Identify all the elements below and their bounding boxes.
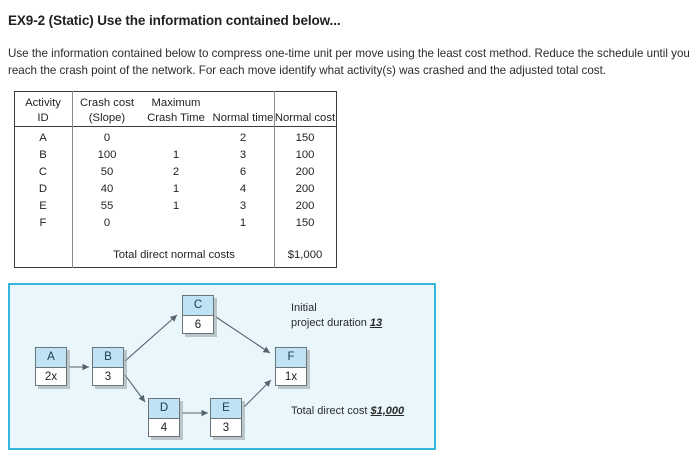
node-duration: 2x <box>44 371 58 383</box>
node-label: C <box>183 296 213 316</box>
total-direct-cost-label: Total direct cost <box>291 405 371 417</box>
th-slope-line1: Crash cost <box>80 97 134 109</box>
cell-slope: 50 <box>100 166 114 178</box>
cell-normal-time: 4 <box>239 183 247 195</box>
node-label: E <box>211 399 241 419</box>
network-diagram-panel: A 2x B 3 C 6 D 4 E 3 F 1x Initial projec… <box>8 283 436 450</box>
table-top-rule <box>14 91 337 92</box>
node-duration: 6 <box>194 319 202 331</box>
table-right-edge <box>336 91 337 268</box>
node-duration: 1x <box>284 371 298 383</box>
cell-normal-time: 2 <box>239 132 247 144</box>
node-duration: 4 <box>160 422 168 434</box>
th-normalcost: Normal cost <box>274 112 336 124</box>
table-header-rule <box>14 126 337 127</box>
cell-slope: 0 <box>103 217 111 229</box>
cell-normal-cost: 150 <box>295 217 315 229</box>
total-direct-cost-value: $1,000 <box>370 405 405 417</box>
cell-id: A <box>39 132 47 144</box>
node-label: F <box>276 348 306 368</box>
th-activity-line1: Activity <box>25 97 61 109</box>
table-left-edge <box>14 91 15 268</box>
cell-id: F <box>39 217 47 229</box>
crash-cost-table: Activity ID Crash cost (Slope) Maximum C… <box>14 91 337 268</box>
network-node-c[interactable]: C 6 <box>182 295 214 334</box>
arrow-c-f <box>215 316 271 354</box>
cell-slope: 0 <box>103 132 111 144</box>
initial-duration-value: 13 <box>369 316 383 329</box>
th-activity-line2: ID <box>37 112 49 124</box>
table-col-sep-4 <box>274 91 275 268</box>
node-label: B <box>93 348 123 368</box>
cell-max-crash: 2 <box>172 166 180 178</box>
network-arrows <box>69 314 272 417</box>
cell-slope: 55 <box>100 200 114 212</box>
th-normaltime: Normal time <box>212 112 274 124</box>
initial-duration-annotation: Initial project duration 13 <box>291 301 431 330</box>
network-node-d[interactable]: D 4 <box>148 398 180 437</box>
network-node-a[interactable]: A 2x <box>35 347 67 386</box>
cell-slope: 40 <box>100 183 114 195</box>
arrow-e-f <box>243 379 272 408</box>
cell-normal-cost: 100 <box>295 149 315 161</box>
network-node-b[interactable]: B 3 <box>92 347 124 386</box>
cell-id: E <box>39 200 47 212</box>
cell-normal-cost: 200 <box>295 166 315 178</box>
cell-normal-time: 3 <box>239 200 247 212</box>
arrow-b-c <box>124 314 178 362</box>
cell-slope: 100 <box>97 149 117 161</box>
node-duration: 3 <box>222 422 230 434</box>
node-duration: 3 <box>104 371 112 383</box>
cell-normal-time: 3 <box>239 149 247 161</box>
cell-id: D <box>38 183 48 195</box>
node-label: D <box>149 399 179 419</box>
cell-id: B <box>39 149 47 161</box>
table-bottom-rule <box>14 267 337 268</box>
cell-normal-cost: 200 <box>295 200 315 212</box>
cell-normal-time: 1 <box>239 217 247 229</box>
arrow-b-d <box>124 374 146 403</box>
initial-duration-line2: project duration <box>291 316 370 329</box>
total-value: $1,000 <box>287 249 323 261</box>
cell-normal-cost: 200 <box>295 183 315 195</box>
cell-normal-time: 6 <box>239 166 247 178</box>
cell-max-crash: 1 <box>172 149 180 161</box>
th-maxcrash-line1: Maximum <box>151 97 201 109</box>
initial-duration-line1: Initial <box>291 302 317 314</box>
page-title: EX9-2 (Static) Use the information conta… <box>8 13 341 28</box>
cell-normal-cost: 150 <box>295 132 315 144</box>
node-label: A <box>36 348 66 368</box>
intro-paragraph: Use the information contained below to c… <box>8 47 690 77</box>
th-maxcrash-line2: Crash Time <box>147 112 205 124</box>
cell-max-crash: 1 <box>172 183 180 195</box>
network-node-e[interactable]: E 3 <box>210 398 242 437</box>
th-slope-line2: (Slope) <box>88 112 126 124</box>
table-col-sep-1 <box>72 91 73 268</box>
total-label: Total direct normal costs <box>113 249 235 261</box>
cell-max-crash: 1 <box>172 200 180 212</box>
cell-id: C <box>38 166 48 178</box>
total-direct-cost-annotation: Total direct cost $1,000 <box>291 404 439 419</box>
network-node-f[interactable]: F 1x <box>275 347 307 386</box>
